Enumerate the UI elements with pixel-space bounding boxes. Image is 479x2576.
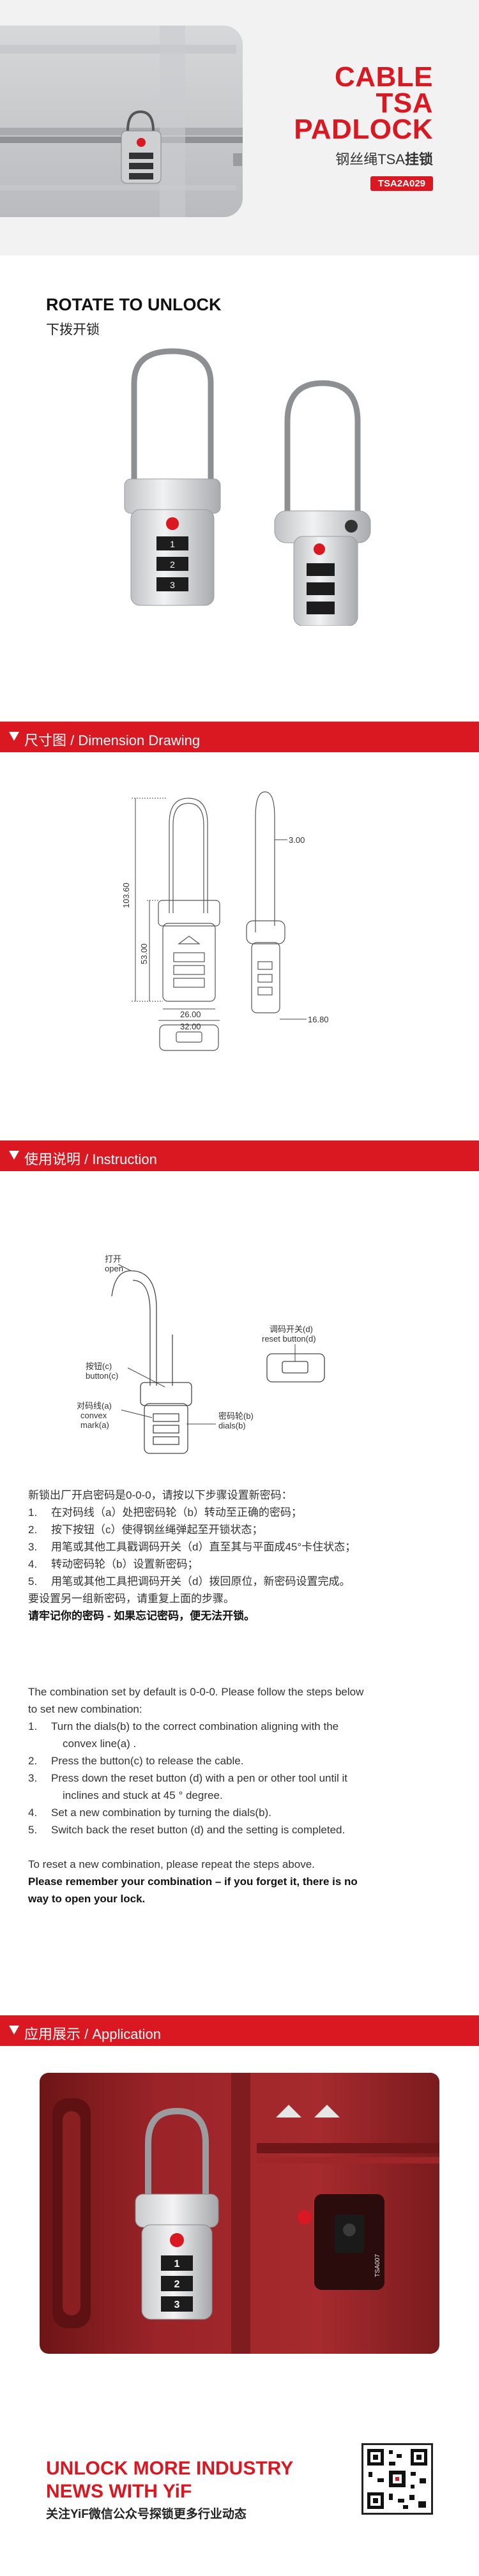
en-intro-1: The combination set by default is 0-0-0.… [28, 1686, 364, 1698]
label-dials-en: dials(b) [218, 1421, 246, 1430]
dim-width-total: 32.00 [180, 1022, 201, 1031]
section-bar-application: 应用展示 / Application [0, 2015, 479, 2046]
dimension-drawing: 103.60 53.00 3.00 26.00 32.00 16.80 [121, 791, 329, 1051]
label-dials-cn: 密码轮(b) [218, 1411, 254, 1421]
application-photo: TSA007 1 2 3 [40, 2073, 439, 2354]
label-convex-cn: 对码线(a) [77, 1401, 112, 1411]
section-title-instruction: 使用说明 / Instruction [24, 1151, 157, 1167]
dim-cable-dia: 3.00 [289, 835, 305, 845]
front-dial-3: 3 [170, 580, 175, 590]
label-button-en: button(c) [86, 1371, 118, 1381]
en-step-text: Switch back the reset button (d) and the… [51, 1824, 346, 1836]
cn-intro: 新锁出厂开启密码是0-0-0，请按以下步骤设置新密码： [28, 1489, 293, 1501]
section-bullet-icon [9, 1151, 19, 1160]
cn-step: 1.在对码线（a）处把密码轮（b）转动至正确的密码； [28, 1504, 450, 1521]
dim-height-body: 53.00 [139, 943, 149, 964]
en-step-text: Set a new combination by turning the dia… [51, 1807, 271, 1819]
en-warning-1: Please remember your combination – if yo… [28, 1875, 358, 1888]
instructions-cn: 新锁出厂开启密码是0-0-0，请按以下步骤设置新密码： 1.在对码线（a）处把密… [28, 1487, 450, 1625]
en-intro-2: to set new combination: [28, 1703, 142, 1715]
dim-height-total: 103.60 [121, 883, 131, 908]
svg-text:打开 open 按钮(c) butt: 打开 open 按钮(c) button(c) 对码线(a) convex ma… [77, 1254, 316, 1430]
label-button-cn: 按钮(c) [86, 1361, 112, 1371]
rotate-title: ROTATE TO UNLOCK [46, 295, 222, 314]
footer-title: UNLOCK MORE INDUSTRY NEWS WITH YiF [46, 2457, 293, 2503]
dim-width-body: 26.00 [180, 1010, 201, 1019]
footer-title-line-2: NEWS WITH YiF [46, 2481, 192, 2502]
hero-subtitle-prefix: 钢丝绳TSA [335, 151, 405, 167]
en-step-text: Turn the dials(b) to the correct combina… [51, 1720, 339, 1732]
en-step: 4.Set a new combination by turning the d… [28, 1804, 450, 1821]
en-warning-2: way to open your lock. [28, 1893, 146, 1905]
en-step: 1.Turn the dials(b) to the correct combi… [28, 1718, 450, 1735]
front-dial-1: 1 [170, 539, 175, 549]
en-reset-note: To reset a new combination, please repea… [28, 1858, 315, 1870]
section-bar-dimension: 尺寸图 / Dimension Drawing [0, 722, 479, 752]
hero-title: CABLE TSA PADLOCK [294, 61, 433, 145]
footer-title-line-1: UNLOCK MORE INDUSTRY [46, 2458, 294, 2479]
en-step: 2.Press the button(c) to release the cab… [28, 1752, 450, 1769]
en-step-text: inclines and stuck at 45 ° degree. [63, 1789, 223, 1801]
cn-step-text: 在对码线（a）处把密码轮（b）转动至正确的密码； [51, 1506, 302, 1519]
en-step: 3.Press down the reset button (d) with a… [28, 1769, 450, 1787]
label-convex-en1: convex [80, 1411, 107, 1420]
label-open-cn: 打开 [105, 1254, 121, 1264]
en-step: 5.Switch back the reset button (d) and t… [28, 1821, 450, 1838]
cn-step-text: 转动密码轮（b）设置新密码； [51, 1558, 199, 1570]
en-step-text: convex line(a) . [63, 1738, 137, 1750]
hero-title-line-2: TSA [376, 87, 433, 119]
cn-step: 5.用笔或其他工具把调码开关（d）拨回原位，新密码设置完成。 [28, 1573, 450, 1590]
hero-title-line-1: CABLE [334, 61, 433, 93]
footer-subtitle: 关注YiF微信公众号探锁更多行业动态 [46, 2508, 247, 2521]
cn-step-text: 用笔或其他工具戳调码开关（d）直至其与平面成45°卡住状态； [51, 1541, 356, 1553]
dim-depth: 16.80 [308, 1015, 329, 1024]
hero-title-line-3: PADLOCK [294, 114, 433, 145]
hero-subtitle-bold: 挂锁 [404, 151, 433, 167]
section-title-application: 应用展示 / Application [24, 2026, 161, 2042]
cn-step: 4.转动密码轮（b）设置新密码； [28, 1556, 450, 1573]
lock-product-photos: 1 2 3 [124, 348, 371, 626]
en-step-cont: convex line(a) . [28, 1735, 450, 1752]
front-dial-2: 2 [170, 559, 175, 570]
cn-step-text: 按下按钮（c）使得钢丝绳弹起至开锁状态； [51, 1524, 263, 1536]
label-open-en: open [105, 1264, 123, 1273]
instructions-en: The combination set by default is 0-0-0.… [28, 1683, 450, 1907]
hero-banner: CABLE TSA PADLOCK 钢丝绳TSA挂锁 TSA2A029 [0, 0, 479, 255]
suitcase-illustration [0, 26, 243, 217]
cn-warning: 请牢记你的密码 - 如果忘记密码，便无法开锁。 [28, 1610, 255, 1622]
section-bullet-icon [9, 2026, 19, 2034]
en-step-text: Press the button(c) to release the cable… [51, 1755, 244, 1767]
qr-code-icon[interactable] [361, 2443, 433, 2515]
en-step-cont: inclines and stuck at 45 ° degree. [28, 1787, 450, 1804]
suitcase-tsa-mark: TSA007 [374, 2254, 381, 2277]
app-dial-2: 2 [174, 2279, 180, 2290]
section-title-dimension: 尺寸图 / Dimension Drawing [24, 732, 201, 748]
label-reset-en: reset button(d) [262, 1334, 316, 1344]
section-bar-instruction: 使用说明 / Instruction [0, 1140, 479, 1171]
cn-step: 3.用笔或其他工具戳调码开关（d）直至其与平面成45°卡住状态； [28, 1538, 450, 1556]
instruction-diagram: 打开 open 按钮(c) button(c) 对码线(a) convex ma… [77, 1254, 325, 1454]
label-convex-en2: mark(a) [80, 1420, 109, 1430]
cn-step: 2.按下按钮（c）使得钢丝绳弹起至开锁状态； [28, 1521, 450, 1538]
section-bullet-icon [9, 732, 19, 741]
hero-subtitle: 钢丝绳TSA挂锁 [335, 148, 433, 169]
model-tag: TSA2A029 [370, 176, 433, 191]
app-dial-3: 3 [174, 2299, 180, 2310]
label-reset-cn: 调码开关(d) [270, 1324, 313, 1334]
cn-reset-note: 要设置另一组新密码，请重复上面的步骤。 [28, 1593, 234, 1605]
rotate-subtitle: 下拨开锁 [46, 322, 100, 337]
app-dial-1: 1 [174, 2259, 180, 2269]
en-step-text: Press down the reset button (d) with a p… [51, 1772, 347, 1784]
cn-step-text: 用笔或其他工具把调码开关（d）拨回原位，新密码设置完成。 [51, 1575, 351, 1587]
